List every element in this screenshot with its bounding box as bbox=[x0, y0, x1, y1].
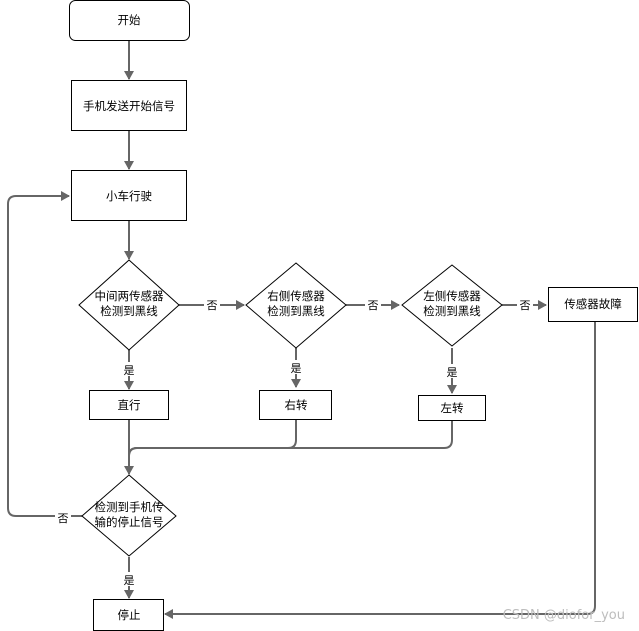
right-sensor-label-1: 右侧传感器 bbox=[267, 289, 325, 303]
label-no-1: 否 bbox=[207, 299, 218, 312]
node-straight bbox=[89, 390, 169, 420]
drive-label: 小车行驶 bbox=[106, 189, 152, 203]
node-turn-right bbox=[259, 390, 332, 420]
edge-check-loop-back bbox=[7, 191, 82, 517]
node-sensor-fault bbox=[548, 287, 638, 322]
label-yes-2: 是 bbox=[291, 362, 302, 375]
turn-left-label: 左转 bbox=[441, 401, 464, 415]
label-yes-1: 是 bbox=[124, 364, 135, 377]
stop-check-label-2: 输的停止信号 bbox=[95, 515, 164, 529]
label-yes-3: 是 bbox=[447, 366, 458, 379]
right-sensor-label-2: 检测到黑线 bbox=[267, 304, 325, 318]
both-sensors-label-1: 中间两传感器 bbox=[95, 289, 164, 303]
straight-label: 直行 bbox=[118, 398, 141, 412]
start-label: 开始 bbox=[118, 13, 141, 27]
send-signal-label: 手机发送开始信号 bbox=[83, 99, 175, 113]
edge-turnleft-merge bbox=[128, 420, 453, 457]
node-stop-check bbox=[81, 474, 177, 557]
label-yes-4: 是 bbox=[124, 574, 135, 587]
node-send-signal bbox=[71, 80, 187, 131]
watermark: CSDN @diofor_you bbox=[502, 608, 625, 623]
node-labels: 开始 手机发送开始信号 小车行驶 中间两传感器 检测到黑线 右侧传感器 检测到黑… bbox=[83, 13, 622, 622]
label-no-4: 否 bbox=[58, 512, 69, 525]
node-left-sensor bbox=[401, 264, 503, 347]
node-start bbox=[69, 0, 190, 41]
left-sensor-label-1: 左侧传感器 bbox=[423, 289, 481, 303]
stop-check-label-1: 检测到手机传 bbox=[95, 500, 164, 514]
edge-turnright-merge bbox=[128, 420, 297, 457]
edge-labels: 否 否 否 是 是 是 否 是 bbox=[55, 297, 533, 587]
sensor-fault-label: 传感器故障 bbox=[564, 297, 622, 311]
left-sensor-label-2: 检测到黑线 bbox=[423, 304, 481, 318]
label-no-2: 否 bbox=[368, 299, 379, 312]
node-right-sensor bbox=[245, 262, 347, 349]
node-stop bbox=[93, 599, 164, 631]
both-sensors-label-2: 检测到黑线 bbox=[100, 304, 158, 318]
label-no-3: 否 bbox=[520, 299, 531, 312]
node-both-sensors bbox=[78, 259, 180, 351]
edge-fault-to-stop bbox=[164, 322, 596, 619]
stop-label: 停止 bbox=[118, 608, 141, 622]
node-turn-left bbox=[418, 395, 486, 421]
turn-right-label: 右转 bbox=[285, 398, 308, 412]
node-drive bbox=[71, 170, 187, 221]
